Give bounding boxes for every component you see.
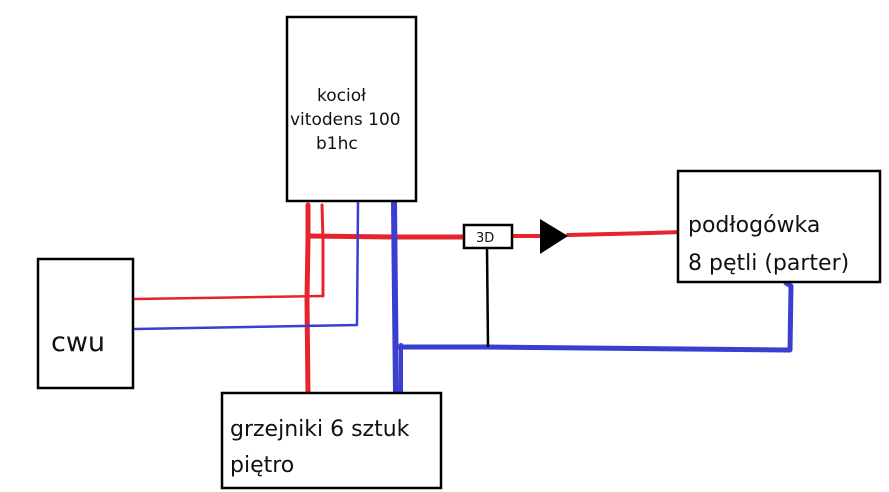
supply-branch-cwu (320, 203, 325, 298)
boiler-label-line1: kocioł (317, 86, 366, 106)
valve-box (462, 223, 514, 250)
pump-triangle-icon (540, 219, 568, 254)
cwu-label: cwu (51, 327, 105, 358)
cwu-box (36, 257, 135, 390)
boiler-box (285, 15, 418, 203)
boiler-label-line2: vitodens 100 (290, 110, 401, 130)
return-from-underfloor (783, 280, 794, 353)
supply-pipes (133, 202, 684, 398)
radiators-box (220, 391, 443, 490)
return-riser-radiators (391, 200, 399, 396)
supply-to-cwu (133, 294, 325, 301)
supply-to-underfloor (566, 230, 684, 237)
valve-label: 3D (476, 231, 494, 246)
supply-main-left (305, 233, 467, 240)
return-main (395, 344, 789, 353)
underfloor-label-line2: 8 pętli (parter) (688, 251, 849, 276)
boiler-label-line3: b1hc (316, 134, 358, 154)
underfloor-label-line1: podłogówka (688, 213, 820, 238)
underfloor-box (676, 169, 882, 284)
radiators-label-line2: piętro (230, 453, 294, 478)
return-from-cwu (133, 201, 360, 331)
radiators-label-line1: grzejniki 6 sztuk (230, 417, 410, 442)
supply-riser-radiators (304, 202, 311, 398)
valve-return-link (485, 247, 490, 348)
